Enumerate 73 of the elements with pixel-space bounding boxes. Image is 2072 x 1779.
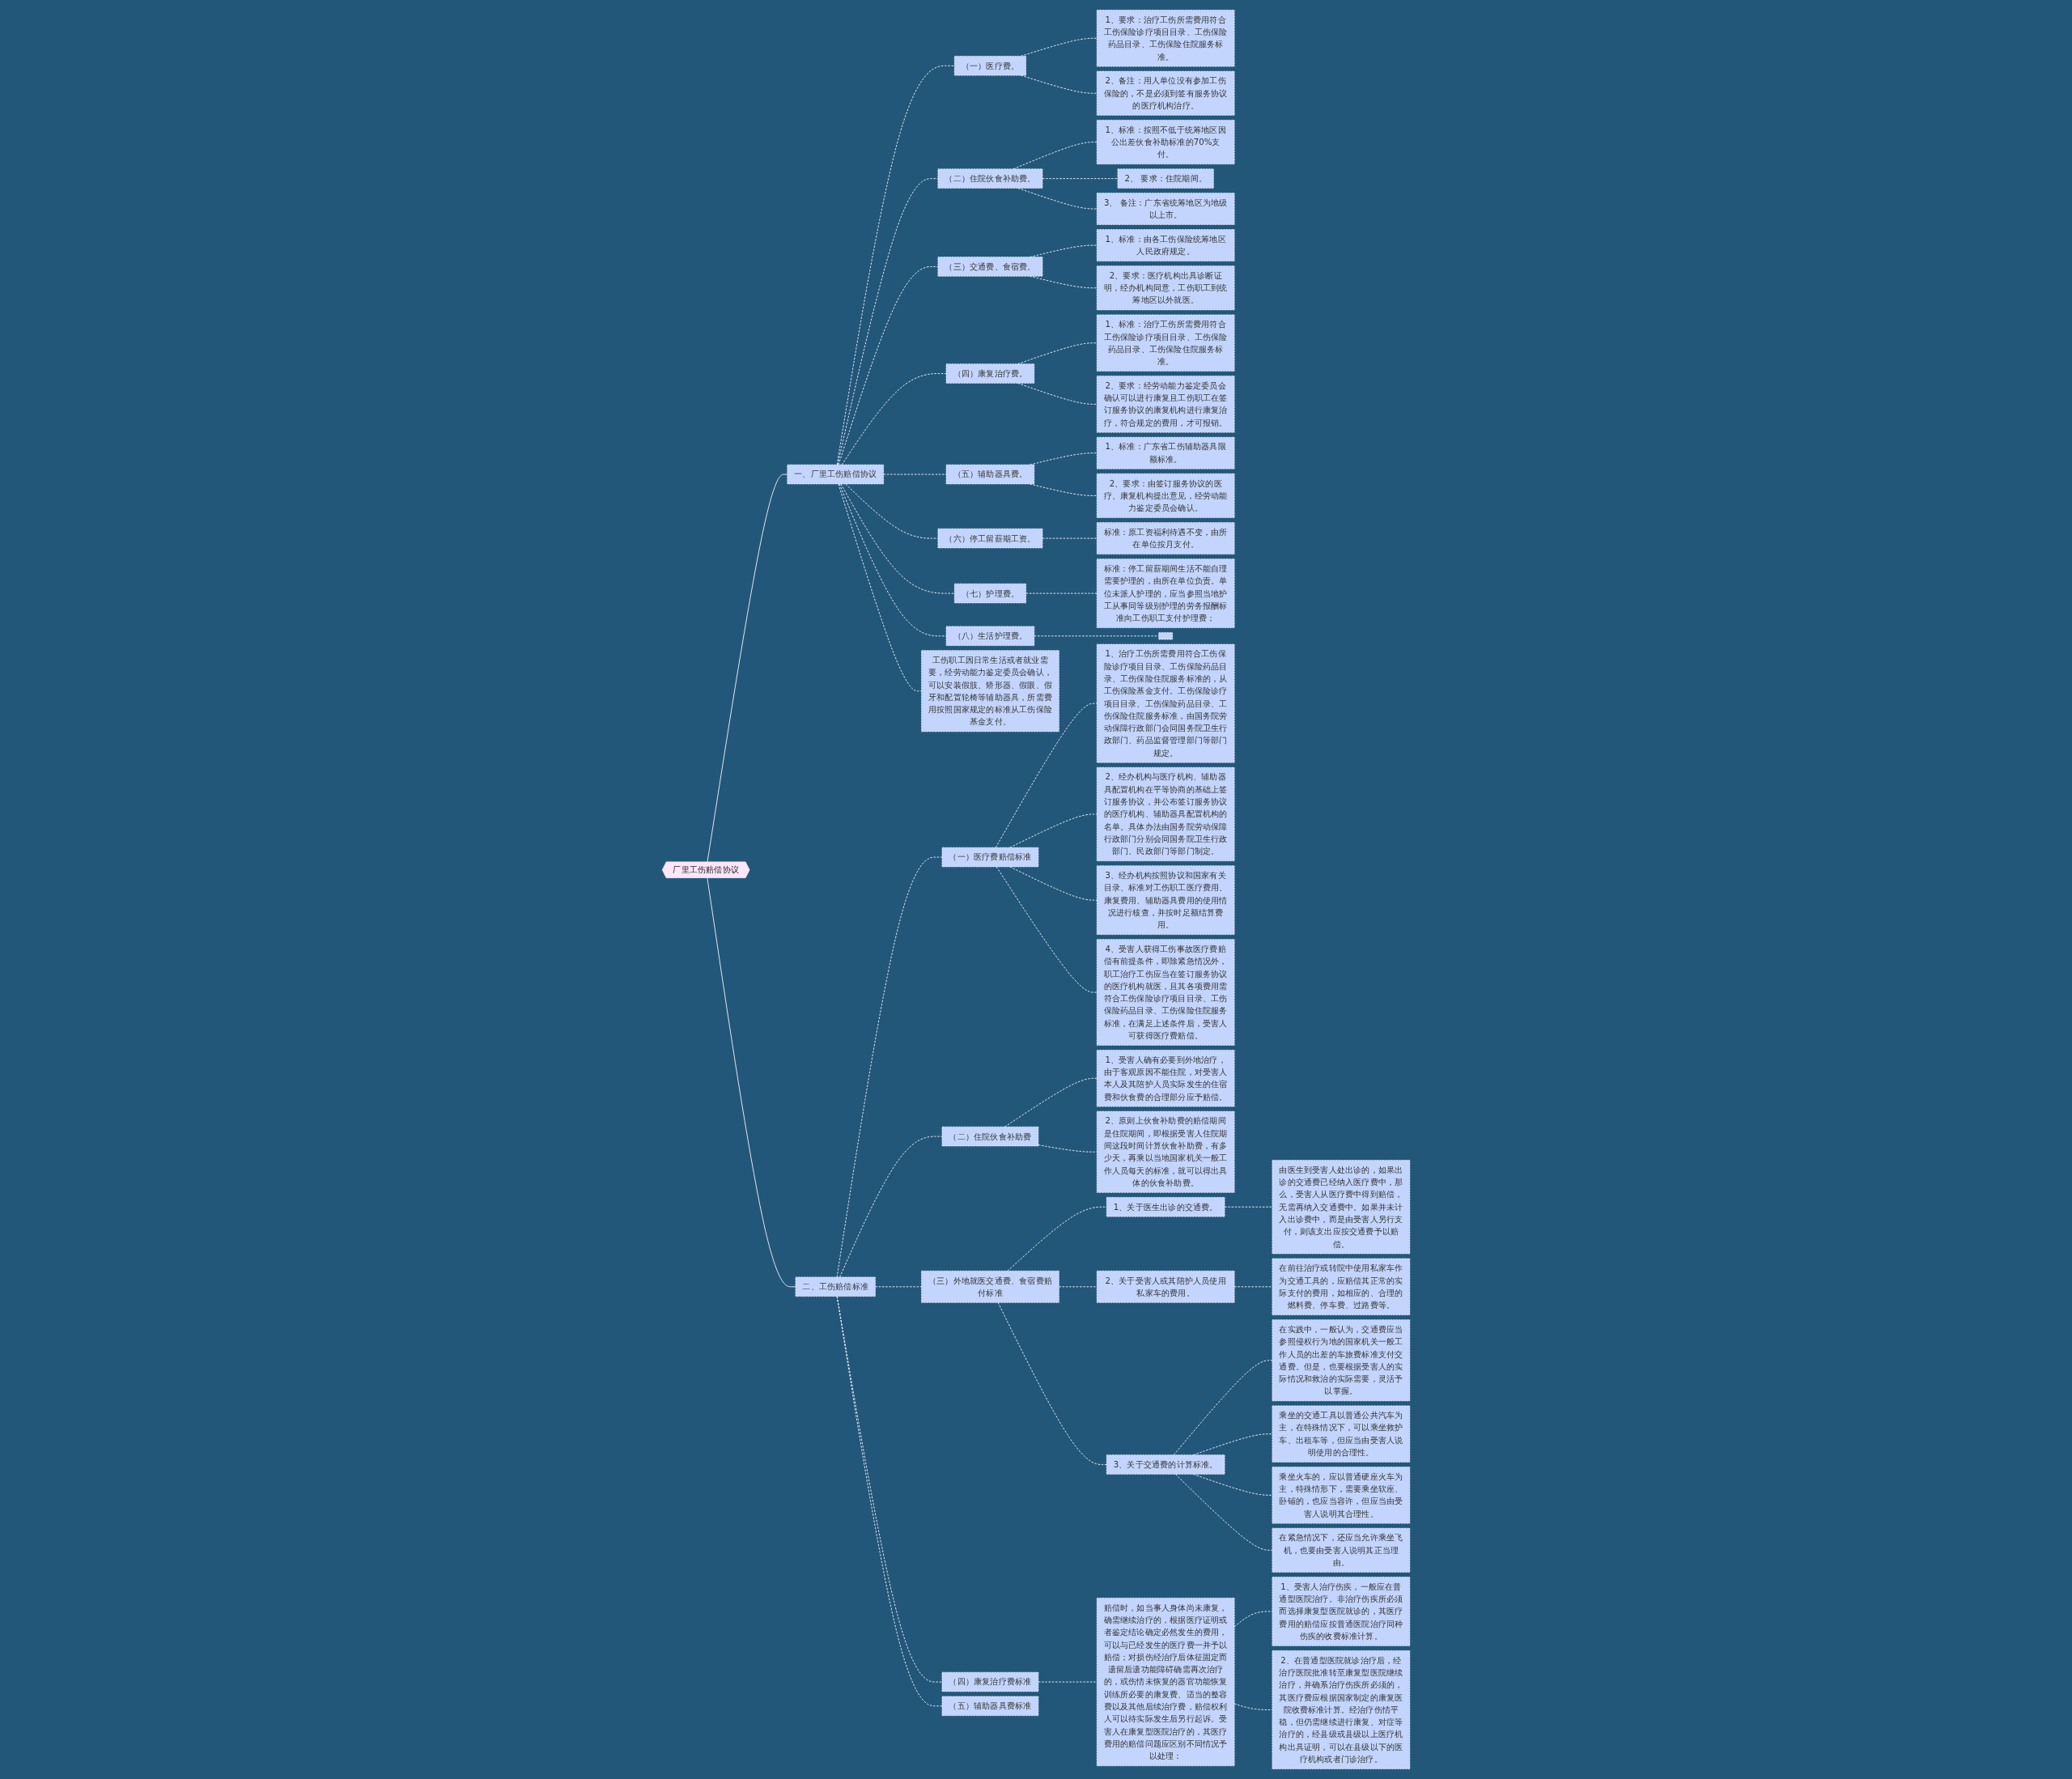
connector — [836, 856, 943, 1278]
node-box: 1、关于医生出诊的交通费。 — [1106, 1197, 1225, 1217]
node-box: 在前往治疗或转院中使用私家车作为交通工具的，应赔偿其正常的实际支付的费用，如相应的、合理的燃料费、停车费、过路费等。 — [1272, 1258, 1411, 1315]
connector — [1174, 1474, 1273, 1551]
node-box: 1、要求：治疗工伤所需费用符合工伤保险诊疗项目目录、工伤保险药品目录、工伤保险住院服务标准。 — [1096, 10, 1235, 67]
node-box: 1、标准：治疗工伤所需费用符合工伤保险诊疗项目目录、工伤保险药品目录、工伤保险住院服务标准。 — [1096, 314, 1235, 372]
connector — [995, 703, 1098, 848]
node-box: （五）辅助器具费。 — [945, 464, 1034, 485]
connector — [1233, 1703, 1273, 1710]
connector — [1038, 1144, 1098, 1153]
connector — [1009, 866, 1098, 901]
connector — [1042, 178, 1119, 180]
node-box: 4、受害人获得工伤事故医疗费赔偿有前提条件，即除紧急情况外，职工治疗工伤应当在签订服务协议的医疗机构就医，且其各项费用需符合工伤保险诊疗项目目录、工伤保险药品目录、工伤保险住院服务标准，在满足上述条件后，受害人可获得医疗费赔偿。 — [1096, 939, 1235, 1046]
node-box: （二）住院伙食补助费。 — [937, 168, 1043, 189]
connector — [874, 1286, 922, 1288]
node-box: 乘坐火车的，应以普通硬座火车为主，特殊情形下，需要乘坐软座、卧铺的，也应当容许，但应当由受害人说明其合理性。 — [1272, 1467, 1411, 1524]
node-box: （六）停工留薪期工资。 — [937, 528, 1043, 549]
node-box: 2、关于受害人或其陪护人员使用私家车的费用。 — [1096, 1270, 1235, 1303]
node-box: 3、 备注：广东省统筹地区为地级以上市。 — [1096, 193, 1235, 225]
connector — [838, 483, 922, 692]
connector — [1042, 537, 1098, 539]
connector — [996, 866, 1098, 993]
node-box: 2、经办机构与医疗机构、辅助器具配置机构在平等协商的基础上签订服务协议，并公布签订服务协议的医疗机构、辅助器具配置机构的名单。具体办法由国务院劳动保障行政部门分别会同国务院卫生行政部门、民政部门等部门制定。 — [1096, 766, 1235, 862]
node-box: （一）医疗费赔偿标准 — [941, 847, 1039, 868]
node-box: （二）住院伙食补助费 — [941, 1126, 1039, 1147]
node-box: 由医生到受害人处出诊的，如果出诊的交通费已经纳入医疗费中，那么，受害人从医疗费中得到赔偿，无需再纳入交通费中。如果并未计入出诊费中，而是由受害人另行支付，则该支出应按交通费予以赔偿。 — [1272, 1160, 1411, 1255]
node-box: 标准：停工留薪期间生活不能自理需要护理的，由所在单位负责。单位未派人护理的，应当参照当地护工从事同等级别护理的劳务报酬标准向工伤职工支付护理费； — [1096, 558, 1235, 628]
connector — [845, 483, 939, 539]
node-box: （五）辅助器具费标准 — [941, 1696, 1039, 1717]
node-box: 在实践中，一般认为，交通费应当参照侵权行为地的国家机关一般工作人员的出差的车旅费标准支付交通费。但是，也要根据受害人的实际情况和救治的实际需要，灵活予以掌握。 — [1272, 1319, 1411, 1402]
connector — [883, 473, 947, 475]
node-box: 1、治疗工伤所需费用符合工伤保险诊疗项目目录、工伤保险药品目录、工伤保险住院服务标准的，从工伤保险基金支付。工伤保险诊疗项目目录、工伤保险药品目录、工伤保险住院服务标准，由国务院劳动保障行政部门会同国务院卫生行政部门、药品监督管理部门等部门规定。 — [1096, 643, 1235, 763]
node-box: 2、 要求：住院期间。 — [1117, 168, 1214, 189]
connector — [707, 473, 788, 863]
node-box: 2、要求：由签订服务协议的医疗、康复机构提出意见，经劳动能力鉴定委员会确认。 — [1096, 473, 1235, 518]
node-box: 1、标准：按照不低于统筹地区因公出差伙食补助标准的70%支付。 — [1096, 120, 1235, 165]
connector — [707, 877, 796, 1288]
node-box: （四）康复治疗费标准 — [941, 1671, 1039, 1692]
node-box — [1158, 632, 1173, 640]
node-box: 1、受害人确有必要到外地治疗，由于客观原因不能住院，对受害人本人及其陪护人员实际发生的住宿费和伙食费的合理部分应予赔偿。 — [1096, 1050, 1235, 1107]
node-box: 赔偿时，如当事人身体尚未康复，确需继续治疗的，根据医疗证明或者鉴定结论确定必然发生的费用，可以与已经发生的医疗费一并予以赔偿；对损伤经治疗后体征固定而遗留后遗功能障碍确需再次治疗的，或伤情未恢复的器官功能恢复训练所必要的康复费、适当的整容费以及其他后续治疗费，赔偿权利人可以待实际发生后另行起诉。受害人在康复型医院治疗的，其医疗费用的赔偿问题应区别不同情况予以处理： — [1096, 1598, 1235, 1767]
node-box: 1、受害人治疗伤疾，一般应在普通型医院治疗。非治疗伤疾所必须而选择康复型医院就诊的，其医疗费用的赔偿应按普通医院治疗同种伤疾的收费标准计算。 — [1272, 1577, 1411, 1646]
node-box: （八）生活护理费。 — [945, 626, 1034, 647]
node-box: （三）交通费、食宿费。 — [937, 257, 1043, 277]
connector — [1038, 1681, 1098, 1683]
node-box: 2、原则上伙食补助费的赔偿期间是住院期间，即根据受害人住院期间这段时间计算伙食补助费，有多少天，再乘以当地国家机关一般工作人员每天的标准，就可以得出具体的伙食补助费。 — [1096, 1110, 1235, 1193]
node-box: 2、备注：用人单位没有参加工伤保险的，不是必须到签有服务协议的医疗机构治疗。 — [1096, 70, 1235, 116]
connector — [1173, 1360, 1273, 1456]
connector — [1025, 592, 1098, 594]
node-box: 3、关于交通费的计算标准。 — [1106, 1454, 1225, 1475]
node-box: 2、在普通型医院就诊治疗后，经治疗医院批准转至康复型医院继续治疗，并确系治疗伤疾所必须的，其医疗费应根据国家制定的康复医院收费标准计算。经治疗伤情平稳，但仍需继续进行康复、对症等治疗的，经县级或县级以上医疗机构出具证明，可以在县级以下的医疗机构或者门诊治疗。 — [1272, 1650, 1411, 1769]
connector — [840, 483, 955, 594]
node-box: 工伤职工因日常生活或者就业需要，经劳动能力鉴定委员会确认，可以安装假肢、矫形器、假眼、假牙和配置轮椅等辅助器具，所需费用按照国家规定的标准从工伤保险基金支付。 — [921, 650, 1059, 732]
node-box: 2、要求：医疗机构出具诊断证明，经办机构同意，工伤职工到统筹地区以外就医。 — [1096, 265, 1235, 311]
connector — [1009, 813, 1098, 848]
node-box: 在紧急情况下，还应当允许乘坐飞机，也要由受害人说明其正当理由。 — [1272, 1527, 1411, 1573]
node-box: 标准：原工资福利待遇不变，由所在单位按月支付。 — [1096, 522, 1235, 554]
node-box: 3、经办机构按照协议和国家有关目录、标准对工伤职工医疗费用、康复费用、辅助器具费用的使用情况进行核查，并按时足额结算费用。 — [1096, 865, 1235, 935]
node-box: 一、厂里工伤赔偿协议 — [787, 464, 884, 485]
connector — [836, 65, 955, 465]
node-box: 乘坐的交通工具以普通公共汽车为主，在特殊情况下，可以乘坐救护车、出租车等，但应当由受害人说明使用的合理性。 — [1272, 1405, 1411, 1463]
node-box: （三）外地就医交通费、食宿费赔付标准 — [921, 1270, 1059, 1303]
node-box: 2、要求：经劳动能力鉴定委员会确认可以进行康复且工伤职工在签订服务协议的康复机构进行康复治疗，符合规定的费用，才可报销。 — [1096, 376, 1235, 433]
node-box: （四）康复治疗费。 — [945, 363, 1034, 384]
node-box: 1、标准：广东省工伤辅助器具限额标准。 — [1096, 436, 1235, 469]
node-box: （七）护理费。 — [953, 583, 1026, 604]
node-box: 二、工伤赔偿标准 — [795, 1276, 876, 1297]
connector — [1233, 1611, 1273, 1628]
connector — [1233, 1286, 1273, 1288]
node-box: 1、标准：由各工伤保险统筹地区人民政府规定。 — [1096, 229, 1235, 261]
connector — [839, 483, 947, 637]
node-box: （一）医疗费。 — [953, 56, 1026, 76]
connector — [1058, 1286, 1098, 1288]
